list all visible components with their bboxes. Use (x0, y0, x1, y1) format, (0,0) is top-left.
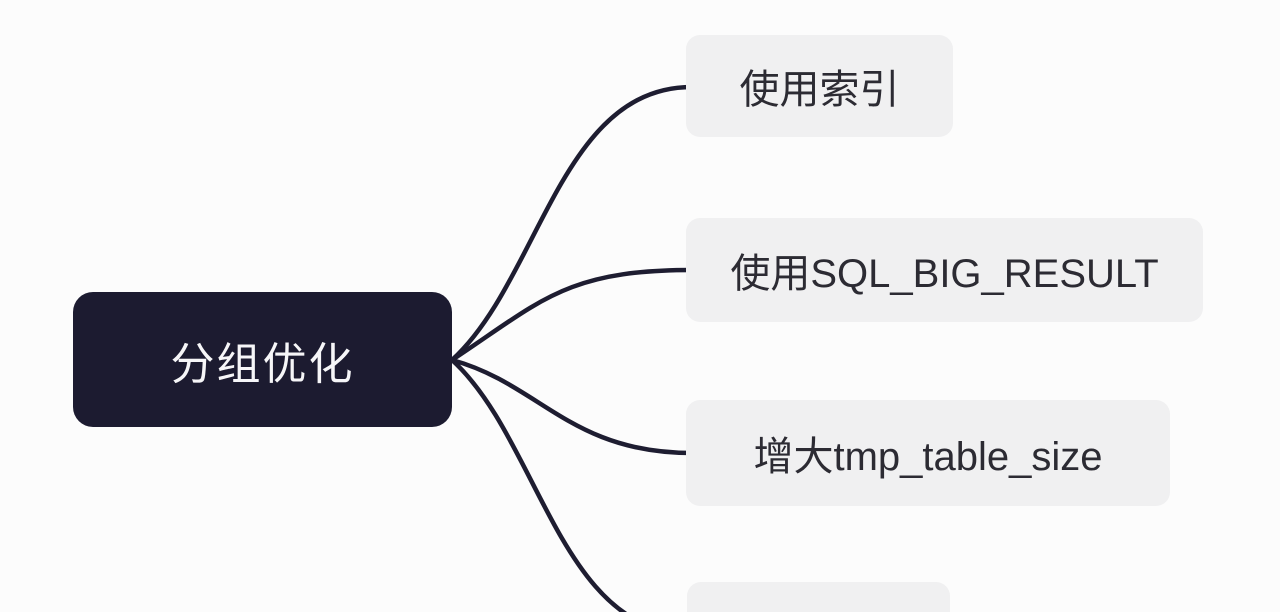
root-node-label: 分组优化 (170, 339, 355, 389)
child-node-label: 使用SQL_BIG_RESULT (730, 252, 1159, 296)
root-node[interactable]: 分组优化 (73, 292, 452, 427)
child-node-label: 使用索引 (739, 68, 900, 112)
connector-root-to-child-1 (449, 84, 695, 363)
connector-root-to-child-4 (449, 357, 628, 612)
child-node-label: 增大tmp_table_size (753, 435, 1103, 479)
child-node-partial-bottom[interactable] (687, 582, 950, 612)
child-node-sql-big-result[interactable]: 使用SQL_BIG_RESULT (686, 218, 1203, 322)
connector-root-to-child-2 (449, 267, 695, 363)
child-node-tmp-table-size[interactable]: 增大tmp_table_size (686, 400, 1170, 506)
child-node-use-index[interactable]: 使用索引 (686, 35, 953, 137)
connector-root-to-child-3 (449, 357, 695, 456)
